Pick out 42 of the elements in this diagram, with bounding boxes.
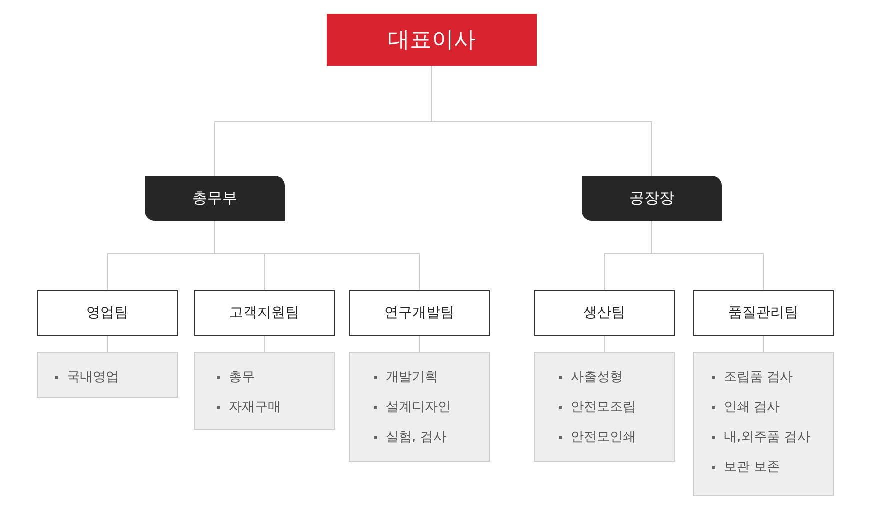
team-name: 고객지원팀 — [230, 304, 300, 322]
connector-line — [652, 220, 764, 290]
list-item: 안전모조립 — [571, 399, 636, 416]
list-item: 개발기획 — [386, 369, 438, 386]
duty-list-panel — [194, 352, 335, 430]
list-item: 조립품 검사 — [724, 369, 794, 386]
team-name: 품질관리팀 — [728, 304, 798, 322]
connector-line — [214, 220, 420, 290]
list-item: 안전모인쇄 — [571, 429, 636, 446]
department-box — [145, 176, 285, 221]
list-item: 설계디자인 — [386, 399, 451, 416]
connector-line — [419, 336, 420, 352]
list-item: 보관 보존 — [724, 459, 780, 476]
list-item: 국내영업 — [67, 369, 119, 386]
list-item: 총무 — [229, 369, 255, 386]
connector-line — [432, 66, 652, 176]
list-item: 실험, 검사 — [386, 429, 446, 446]
department-box — [582, 176, 722, 221]
list-item: 인쇄 검사 — [724, 399, 780, 416]
list-item: 내,외주품 검사 — [724, 429, 810, 446]
connector-line — [763, 336, 764, 352]
team-name: 연구개발팀 — [384, 304, 454, 322]
team-box — [349, 290, 490, 336]
team-box — [534, 290, 675, 336]
list-item: 자재구매 — [229, 399, 281, 416]
team-name: 영업팀 — [86, 304, 128, 322]
list-item: 사출성형 — [571, 369, 623, 386]
duty-list-panel — [693, 352, 834, 496]
role-title: 총무부 — [192, 189, 238, 208]
team-name: 생산팀 — [584, 304, 626, 322]
connector-line — [107, 336, 108, 352]
duty-list-panel — [534, 352, 675, 462]
team-box — [194, 290, 335, 336]
team-box — [37, 290, 178, 336]
role-title: 공장장 — [630, 189, 674, 208]
duty-list-panel — [349, 352, 490, 462]
connector-line — [264, 336, 265, 352]
role-title: 대표이사 — [388, 27, 476, 55]
connector-line — [604, 336, 605, 352]
duty-list-panel — [37, 352, 178, 398]
team-box — [693, 290, 834, 336]
executive-box — [327, 14, 537, 66]
